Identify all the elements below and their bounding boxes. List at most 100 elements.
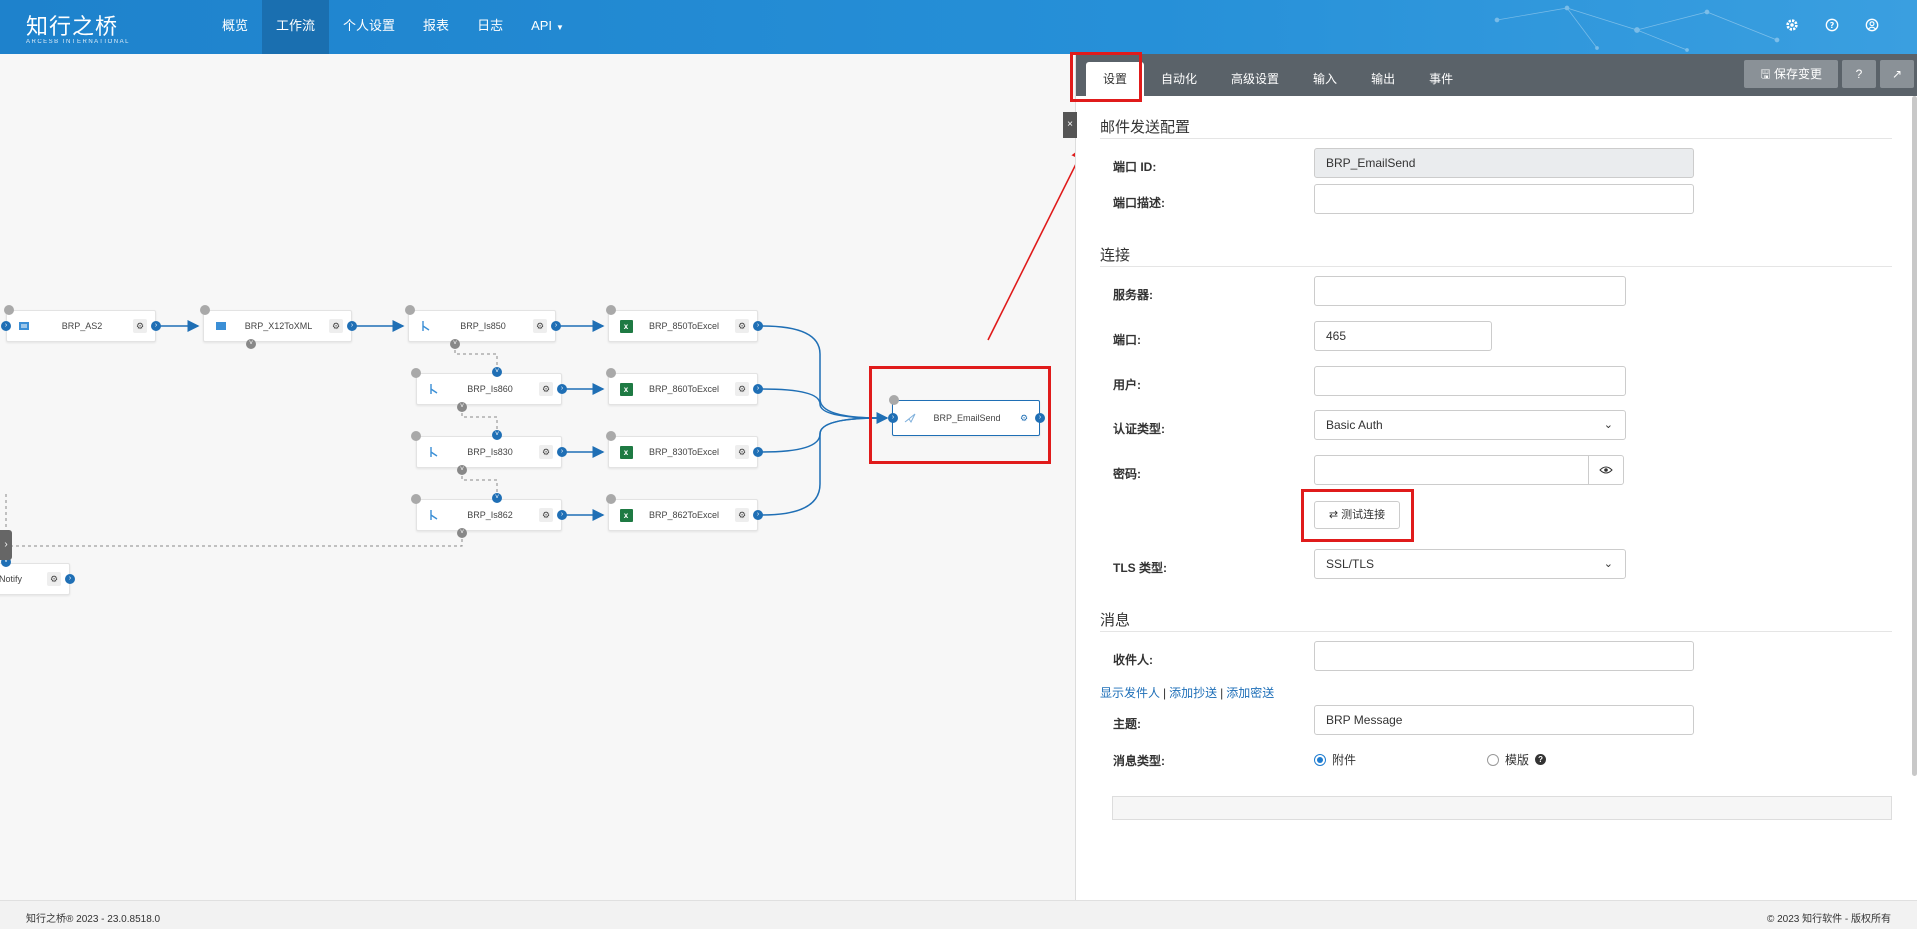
workflow-canvas[interactable]: BRP_AS2 ⚙ › › BRP_X12ToXML ⚙ › ˅ BRP_Is8… [0, 54, 1075, 900]
gear-icon[interactable]: ⚙ [1017, 411, 1031, 425]
auth-type-select[interactable]: Basic Auth⌄ [1314, 410, 1626, 440]
tab-input[interactable]: 输入 [1313, 72, 1338, 86]
error-port-icon[interactable]: ˅ [246, 339, 256, 349]
output-port-icon[interactable]: › [557, 447, 567, 457]
input-port-icon[interactable]: ˅ [492, 493, 502, 503]
help-icon[interactable]: ? [1823, 16, 1841, 34]
flow-node-860toexcel[interactable]: x BRP_860ToExcel ⚙ [608, 373, 758, 405]
scrollbar[interactable] [1912, 96, 1917, 776]
sidebar-toggle-button[interactable]: › [0, 530, 12, 560]
tab-settings[interactable]: 设置 [1086, 62, 1145, 96]
flow-node-862toexcel[interactable]: x BRP_862ToExcel ⚙ [608, 499, 758, 531]
port-field[interactable]: 465 [1314, 321, 1492, 351]
nav-overview[interactable]: 概览 [222, 18, 249, 33]
gear-icon[interactable]: ⚙ [735, 445, 749, 459]
input-port-icon[interactable]: ˅ [492, 367, 502, 377]
output-port-icon[interactable]: › [151, 321, 161, 331]
tab-automation[interactable]: 自动化 [1161, 72, 1198, 86]
input-port-icon[interactable]: › [1, 321, 11, 331]
output-port-icon[interactable]: › [65, 574, 75, 584]
user-field[interactable] [1314, 366, 1626, 396]
help-icon[interactable]: ? [1842, 60, 1876, 88]
flow-node-is830[interactable]: BRP_Is830 ⚙ [416, 436, 562, 468]
tls-type-value: SSL/TLS [1326, 557, 1375, 571]
show-password-button[interactable] [1588, 455, 1624, 485]
flow-node-x12toxml[interactable]: BRP_X12ToXML ⚙ [203, 310, 352, 342]
gear-icon[interactable]: ⚙ [133, 319, 147, 333]
nav-api[interactable]: API▼ [517, 0, 578, 54]
gear-icon[interactable]: ⚙ [735, 382, 749, 396]
output-port-icon[interactable]: › [1035, 413, 1045, 423]
eye-icon [1599, 466, 1613, 474]
output-port-icon[interactable]: › [557, 510, 567, 520]
tls-type-select[interactable]: SSL/TLS⌄ [1314, 549, 1626, 579]
subject-field[interactable]: BRP Message [1314, 705, 1694, 735]
as2-icon [17, 320, 31, 332]
user-icon[interactable] [1863, 16, 1881, 34]
status-badge [4, 305, 14, 315]
output-port-icon[interactable]: › [753, 447, 763, 457]
output-port-icon[interactable]: › [753, 384, 763, 394]
external-link-icon[interactable]: ↗ [1880, 60, 1914, 88]
close-icon[interactable]: × [1063, 112, 1077, 138]
app-logo[interactable]: 知行之桥 ARCESB INTERNATIONAL [26, 9, 130, 45]
flow-node-830toexcel[interactable]: x BRP_830ToExcel ⚙ [608, 436, 758, 468]
flow-node-is850[interactable]: BRP_Is850 ⚙ [408, 310, 556, 342]
radio-selected-icon [1314, 753, 1326, 766]
output-port-icon[interactable]: › [551, 321, 561, 331]
nav-profile[interactable]: 个人设置 [343, 18, 396, 33]
test-connection-button[interactable]: ⇄ 测试连接 [1314, 501, 1400, 529]
tab-output[interactable]: 输出 [1371, 72, 1396, 86]
output-port-icon[interactable]: › [753, 510, 763, 520]
error-port-icon[interactable]: ˅ [457, 465, 467, 475]
footer: 知行之桥® 2023 - 23.0.8518.0 © 2023 知行软件 - 版… [0, 900, 1917, 929]
nav-reports[interactable]: 报表 [423, 18, 450, 33]
input-port-icon[interactable]: ˅ [1, 557, 11, 567]
config-panel: × 设置 自动化 高级设置 输入 输出 事件 🖫 保存变更 ? ↗ 邮件发送配置… [1063, 52, 1917, 900]
gear-icon[interactable]: ⚙ [735, 319, 749, 333]
add-cc-link[interactable]: 添加抄送 [1169, 686, 1218, 700]
radio-attachment[interactable]: 附件 [1314, 751, 1356, 768]
message-type-label: 消息类型: [1113, 754, 1165, 768]
show-from-link[interactable]: 显示发件人 [1100, 686, 1161, 700]
input-port-icon[interactable]: ˅ [492, 430, 502, 440]
flow-node-850toexcel[interactable]: x BRP_850ToExcel ⚙ [608, 310, 758, 342]
nav-workflow[interactable]: 工作流 [262, 0, 330, 54]
help-icon[interactable]: ? [1535, 754, 1547, 765]
tab-events[interactable]: 事件 [1429, 72, 1454, 86]
output-port-icon[interactable]: › [347, 321, 357, 331]
footer-copyright: © 2023 知行软件 - 版权所有 [1766, 914, 1891, 925]
status-badge [606, 305, 616, 315]
flow-node-notify[interactable]: Notify ⚙ [0, 563, 70, 595]
output-port-icon[interactable]: › [557, 384, 567, 394]
status-badge [606, 494, 616, 504]
error-port-icon[interactable]: ˅ [457, 402, 467, 412]
gear-icon[interactable]: ⚙ [533, 319, 547, 333]
error-port-icon[interactable]: ˅ [457, 528, 467, 538]
gear-icon[interactable] [1783, 16, 1801, 34]
gear-icon[interactable]: ⚙ [47, 572, 61, 586]
flow-node-is862[interactable]: BRP_Is862 ⚙ [416, 499, 562, 531]
tab-advanced[interactable]: 高级设置 [1231, 72, 1280, 86]
to-field[interactable] [1314, 641, 1694, 671]
gear-icon[interactable]: ⚙ [735, 508, 749, 522]
error-port-icon[interactable]: ˅ [450, 339, 460, 349]
gear-icon[interactable]: ⚙ [539, 382, 553, 396]
nav-logs[interactable]: 日志 [477, 18, 504, 33]
output-port-icon[interactable]: › [753, 321, 763, 331]
input-port-icon[interactable]: › [888, 413, 898, 423]
server-field[interactable] [1314, 276, 1626, 306]
password-field[interactable] [1314, 455, 1590, 485]
save-button[interactable]: 🖫 保存变更 [1744, 60, 1838, 88]
flow-node-emailsend[interactable]: BRP_EmailSend ⚙ [892, 400, 1040, 436]
gear-icon[interactable]: ⚙ [329, 319, 343, 333]
editor-toolbar[interactable] [1112, 796, 1892, 820]
radio-template[interactable]: 模版? [1487, 751, 1547, 768]
port-desc-field[interactable] [1314, 184, 1694, 214]
flow-node-is860[interactable]: BRP_Is860 ⚙ [416, 373, 562, 405]
gear-icon[interactable]: ⚙ [539, 445, 553, 459]
flow-node-as2[interactable]: BRP_AS2 ⚙ [6, 310, 156, 342]
node-label: BRP_Is862 [467, 510, 513, 520]
add-bcc-link[interactable]: 添加密送 [1226, 686, 1275, 700]
gear-icon[interactable]: ⚙ [539, 508, 553, 522]
